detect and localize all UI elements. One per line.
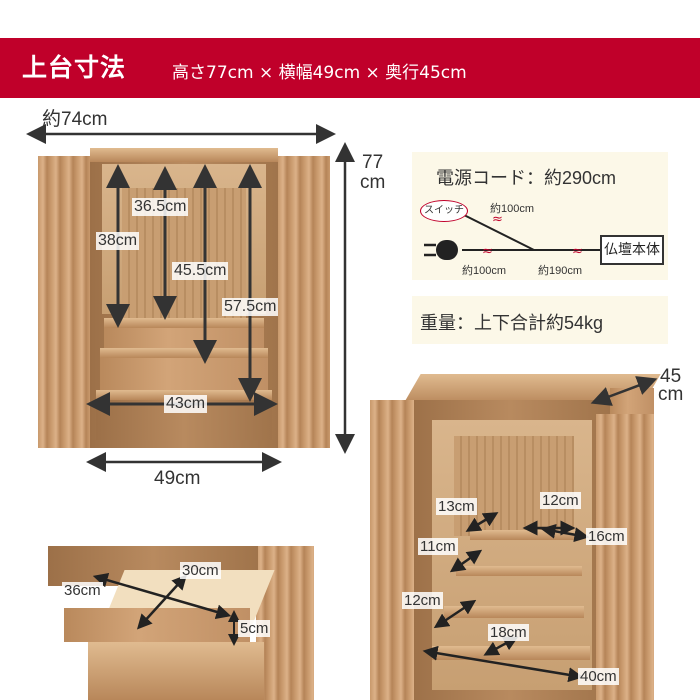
height-value-label: 77 (362, 152, 384, 173)
inner-height-36-5-label: 36.5cm (132, 198, 189, 216)
header-dimensions: 高さ77cm × 横幅49cm × 奥行45cm (172, 63, 467, 83)
plug-segment-length: 約100cm (462, 265, 507, 277)
drawer-dim-30-label: 30cm (180, 562, 221, 579)
overall-width-label: 約74cm (42, 109, 108, 130)
inner-height-45-5-label: 45.5cm (172, 262, 229, 280)
power-cord-panel: 電源コード：約290cm ≈ ≈ ≈ スイッチ 約100cm 約100cm 約1… (412, 152, 668, 280)
header-bar: 上台寸法 高さ77cm × 横幅49cm × 奥行45cm (0, 38, 700, 98)
step-1 (104, 328, 264, 348)
svg-text:≈: ≈ (482, 244, 493, 259)
drawer-dim-5-label: 5cm (238, 620, 271, 637)
dim-40-label: 40cm (578, 668, 619, 685)
weight-panel: 重量：上下合計約54kg (412, 296, 668, 344)
dim-18-label: 18cm (488, 624, 529, 641)
dim-13-label: 13cm (436, 498, 477, 515)
switch-segment-length: 約100cm (490, 203, 535, 215)
shelf-2 (100, 348, 268, 358)
page-title: 上台寸法 (22, 53, 127, 82)
inner-width-label: 43cm (164, 395, 208, 413)
weight-text: 重量：上下合計約54kg (420, 313, 604, 333)
depth-value-label: 45 (660, 366, 682, 387)
drawer-base (88, 642, 264, 700)
dim-12-mid-label: 12cm (402, 592, 443, 609)
inner-height-57-5-label: 57.5cm (222, 298, 279, 316)
butsudan-body-box: 仏壇本体 (600, 235, 664, 265)
left-door (38, 156, 90, 448)
dim-12-top-label: 12cm (540, 492, 581, 509)
body-width-label: 49cm (154, 468, 201, 489)
side-left-door (370, 400, 414, 700)
drawer-dim-36-label: 36cm (62, 582, 103, 599)
dim-11-label: 11cm (418, 538, 458, 555)
inner-height-38-label: 38cm (96, 232, 140, 250)
side-shelf-2 (456, 566, 582, 576)
shelf-1 (104, 318, 264, 328)
dim-16-label: 16cm (586, 528, 627, 545)
main-segment-length: 約190cm (538, 265, 583, 277)
depth-unit-label: cm (658, 384, 684, 405)
cabinet-top (90, 148, 278, 162)
height-unit-label: cm (360, 172, 386, 193)
right-door (278, 156, 330, 448)
power-cord-title: 電源コード：約290cm (436, 168, 617, 188)
side-right-door (596, 414, 654, 700)
side-shelf-3 (444, 606, 584, 618)
power-cord-diagram: ≈ ≈ ≈ (424, 212, 600, 260)
switch-label: スイッチ (420, 200, 468, 222)
svg-text:≈: ≈ (572, 244, 583, 259)
svg-text:≈: ≈ (492, 212, 503, 227)
